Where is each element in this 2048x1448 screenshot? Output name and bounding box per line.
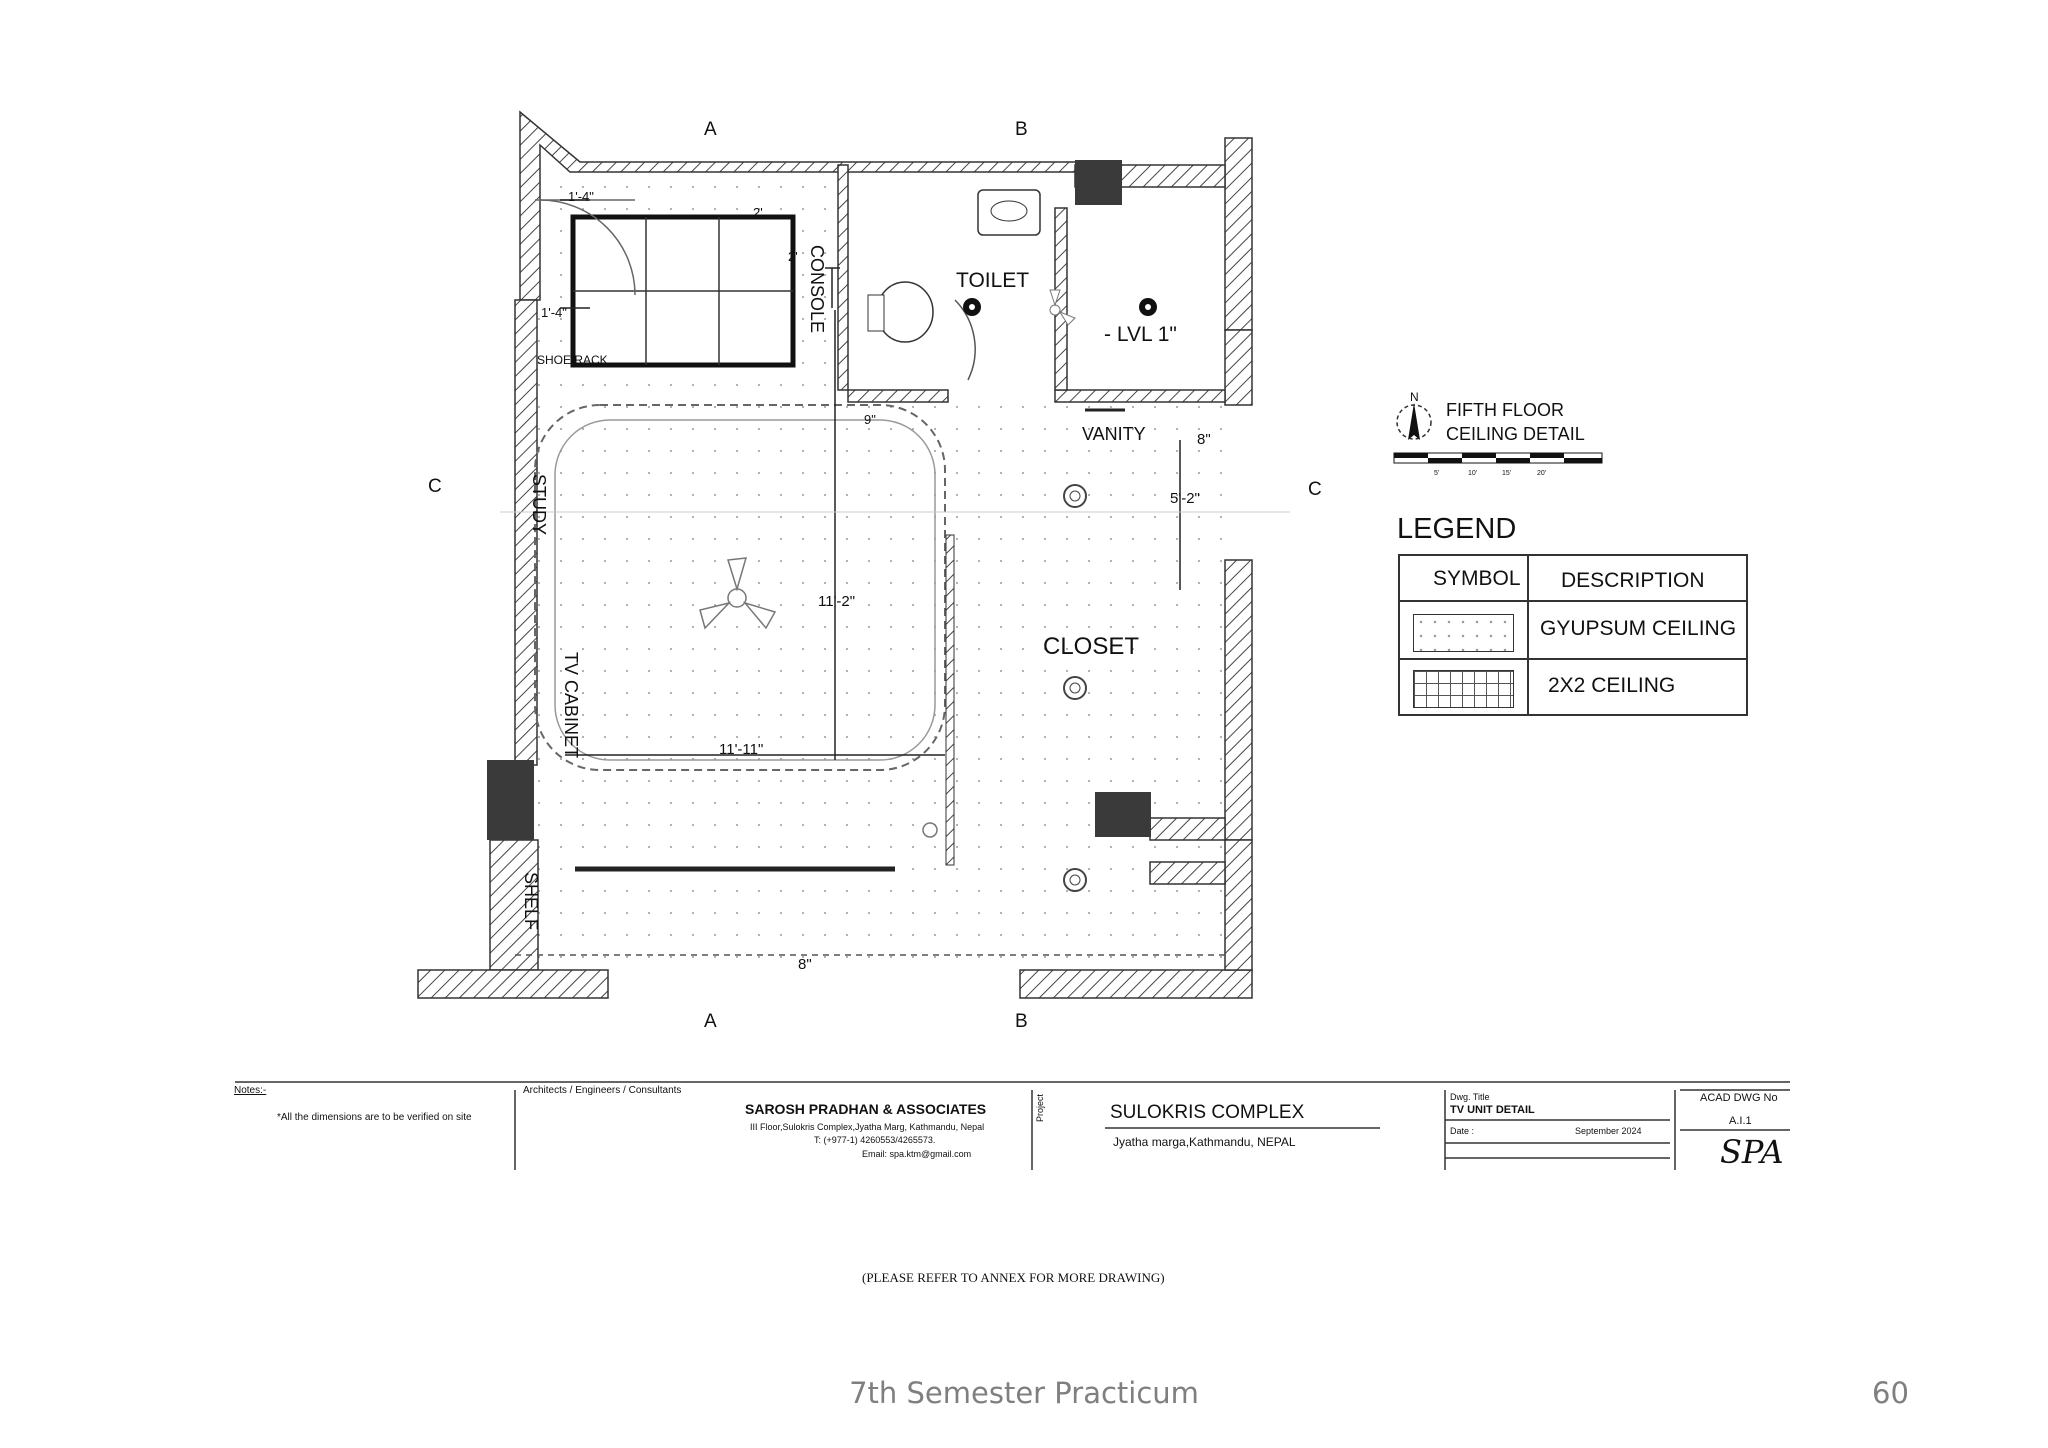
label-tv-cabinet: TV CABINET <box>561 652 581 759</box>
dimension-text: 11'-11" <box>719 741 764 758</box>
notes-text: *All the dimensions are to be verified o… <box>277 1112 472 1123</box>
dimension-text: 11'-2" <box>818 593 856 610</box>
legend-symbol-dotted <box>1413 614 1514 652</box>
dimension-text: 1'-4" <box>541 305 567 320</box>
legend-col-description: DESCRIPTION <box>1561 569 1705 592</box>
plan-title-line1: FIFTH FLOOR <box>1446 400 1564 420</box>
firm-logo: SPA <box>1720 1133 1784 1171</box>
firm-header: Architects / Engineers / Consultants <box>523 1085 682 1096</box>
dwg-title: TV UNIT DETAIL <box>1450 1104 1535 1116</box>
scale-tick-label: 20' <box>1537 470 1547 477</box>
dwg-title-label: Dwg. Title <box>1450 1092 1490 1102</box>
room-label-toilet: TOILET <box>956 269 1030 292</box>
ceiling-fan <box>699 557 777 630</box>
dimension-text: 9" <box>864 412 876 427</box>
grid-label-c-left: C <box>428 476 442 497</box>
toilet-basin <box>977 189 1041 236</box>
grid-label-b-top: B <box>1015 119 1028 140</box>
project-address: Jyatha marga,Kathmandu, NEPAL <box>1113 1135 1296 1149</box>
label-shelf: SHELF <box>521 872 541 931</box>
legend-table: SYMBOL DESCRIPTION GYUPSUM CEILING 2X2 C… <box>1398 554 1748 716</box>
date-label: Date : <box>1450 1126 1475 1136</box>
dimension-text: 8" <box>1197 431 1211 448</box>
firm-name: SAROSH PRADHAN & ASSOCIATES <box>745 1101 987 1117</box>
label-study: STUDY <box>529 474 549 536</box>
north-letter: N <box>1410 390 1419 404</box>
dwg-no-label: ACAD DWG No <box>1700 1092 1778 1104</box>
room-label-closet: CLOSET <box>1043 633 1140 660</box>
wc-pan <box>876 281 934 343</box>
gypsum-ceiling-area <box>535 395 1230 960</box>
ceiling-profile <box>534 404 946 771</box>
grid-label-c-right: C <box>1308 479 1322 500</box>
project-label: Project <box>1035 1093 1045 1122</box>
firm-phone: T: (+977-1) 4260553/4265573. <box>814 1135 936 1145</box>
light-fixtures <box>922 298 1157 892</box>
level-label: - LVL 1" <box>1104 323 1177 346</box>
dimension-text: 8" <box>798 956 812 973</box>
partition-screen <box>945 534 955 866</box>
dimension-text: 1'-4" <box>568 189 594 204</box>
dimension-text: 2' <box>788 249 798 264</box>
structural-columns <box>487 160 1151 840</box>
legend-description: GYUPSUM CEILING <box>1540 617 1737 640</box>
room-label-vanity: VANITY <box>1082 424 1146 444</box>
annex-note: (PLEASE REFER TO ANNEX FOR MORE DRAWING) <box>862 1270 1165 1285</box>
scale-tick-label: 5' <box>1434 470 1440 477</box>
notes-label: Notes:- <box>234 1085 267 1096</box>
footer-page-number: 60 <box>1872 1376 1909 1410</box>
dwg-no: A.I.1 <box>1729 1115 1752 1127</box>
legend-col-symbol: SYMBOL <box>1433 567 1521 590</box>
firm-address: III Floor,Sulokris Complex,Jyatha Marg, … <box>750 1122 985 1132</box>
plan-title-line2: CEILING DETAIL <box>1446 424 1585 444</box>
project-name: SULOKRIS COMPLEX <box>1110 1102 1305 1123</box>
firm-email: Email: spa.ktm@gmail.com <box>862 1149 972 1159</box>
date-value: September 2024 <box>1575 1126 1642 1136</box>
legend-title: LEGEND <box>1397 513 1517 545</box>
graphic-scale <box>1393 452 1603 464</box>
label-shoe-rack: SHOE RACK <box>537 353 608 367</box>
scale-tick-label: 15' <box>1502 470 1512 477</box>
footer-course: 7th Semester Practicum <box>849 1376 1199 1410</box>
legend-symbol-grid <box>1413 670 1514 708</box>
title-block-frame <box>235 1081 1790 1170</box>
grid-label-b-bottom: B <box>1015 1011 1028 1032</box>
grid-label-a-top: A <box>704 119 717 140</box>
label-console: CONSOLE <box>807 245 827 334</box>
grid-label-a-bottom: A <box>704 1011 717 1032</box>
dimension-text: 2' <box>753 205 763 220</box>
dimension-text: 5'-2" <box>1170 490 1200 507</box>
north-arrow <box>1396 403 1432 440</box>
legend-description: 2X2 CEILING <box>1548 674 1676 697</box>
scale-tick-label: 10' <box>1468 470 1478 477</box>
